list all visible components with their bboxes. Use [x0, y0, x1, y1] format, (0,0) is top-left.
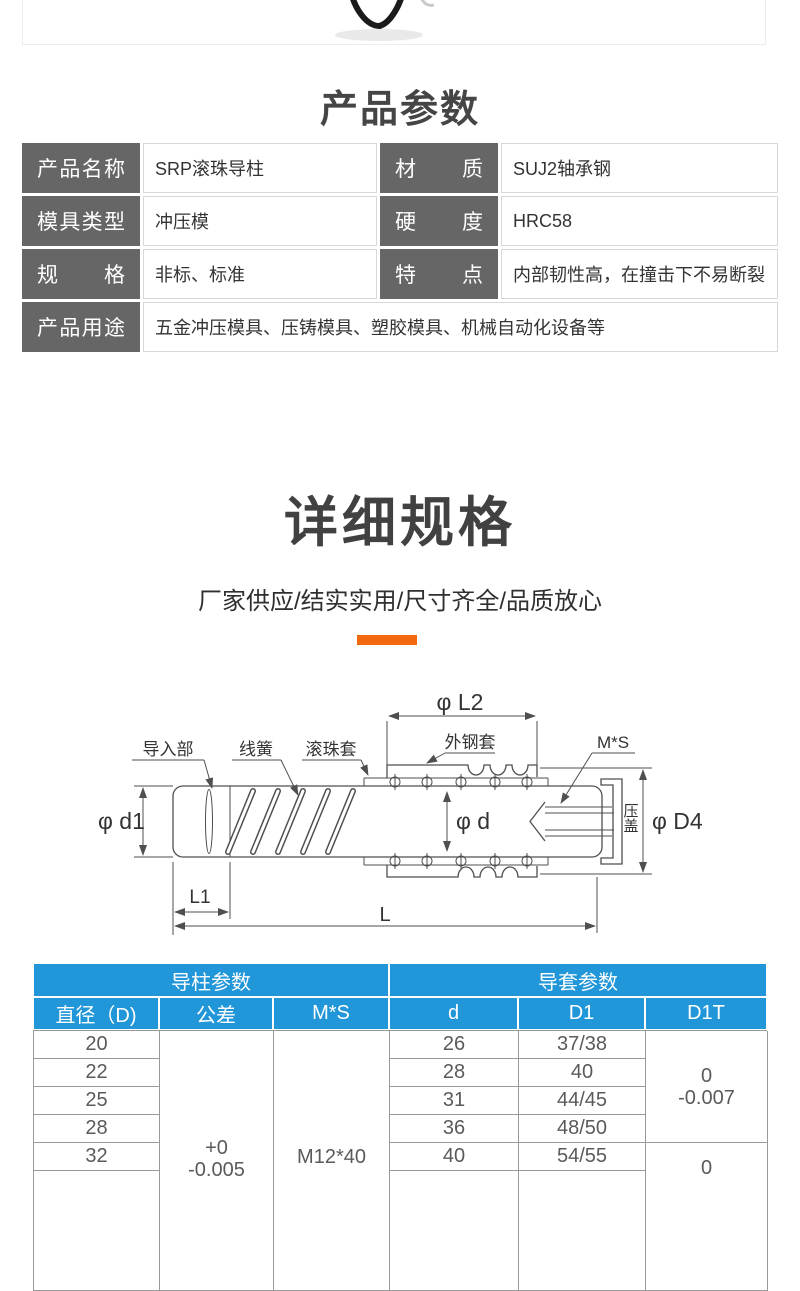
cell-d: 40 [390, 1143, 519, 1171]
param-value: 内部韧性高，在撞击下不易断裂 [501, 249, 778, 299]
section-subtitle: 厂家供应/结实实用/尺寸齐全/品质放心 [197, 588, 602, 615]
cell-D-partial [34, 1171, 160, 1291]
param-value: 非标、标准 [143, 249, 377, 299]
cell-D1: 48/50 [519, 1115, 646, 1143]
param-label: 硬度 [380, 196, 498, 246]
cell-d: 26 [390, 1031, 519, 1059]
cell-D: 20 [34, 1031, 160, 1059]
col-header-d1t: D1T [645, 997, 767, 1030]
dim-d4-label: φ D4 [652, 808, 703, 834]
dim-d-label: φ d [456, 808, 490, 834]
param-value: SUJ2轴承钢 [501, 143, 778, 193]
param-value: SRP滚珠导柱 [143, 143, 377, 193]
param-label: 规格 [22, 249, 140, 299]
cell-D1: 44/45 [519, 1087, 646, 1115]
cell-d: 28 [390, 1059, 519, 1087]
label-ball-sleeve: 滚珠套 [306, 740, 357, 759]
col-header-ms: M*S [273, 997, 389, 1030]
cell-d-partial [390, 1171, 519, 1291]
d1t-2-line1: 0 [700, 1157, 713, 1179]
ms-value: M12*40 [297, 1146, 366, 1168]
product-param-table: 产品名称 SRP滚珠导柱 材质 SUJ2轴承钢 模具类型 冲压模 硬度 HRC5… [22, 143, 778, 352]
spec-table-header: 导柱参数 导套参数 直径（D) 公差 M*S d D1 D1T [33, 963, 767, 1030]
section-title-detailed-specs: 详细规格 [284, 493, 516, 553]
cell-D1: 54/55 [519, 1143, 646, 1171]
param-value: 冲压模 [143, 196, 377, 246]
dim-l2-label: φ L2 [437, 689, 484, 715]
cell-D: 28 [34, 1115, 160, 1143]
param-value: 五金冲压模具、压铸模具、塑胶模具、机械自动化设备等 [143, 302, 778, 352]
dim-l-label: L [379, 904, 390, 926]
col-header-tolerance: 公差 [159, 997, 273, 1030]
cell-d1t-merged-2: 0 [646, 1143, 768, 1291]
cell-d: 31 [390, 1087, 519, 1115]
guide-post-technical-diagram: φ L2 导入部 线簧 滚珠套 外钢套 M*S [98, 689, 703, 935]
cell-ms-merged: M12*40 [274, 1031, 390, 1291]
dim-d1-label: φ d1 [98, 808, 145, 834]
col-header-d1: D1 [518, 997, 645, 1030]
spring-photo-fragment [335, 0, 435, 41]
d1t-line2: -0.007 [678, 1086, 735, 1109]
cell-D1-partial [519, 1171, 646, 1291]
cell-d1t-merged-1: 0 -0.007 [646, 1031, 768, 1143]
group-header-guide-sleeve: 导套参数 [389, 963, 767, 997]
label-lead-in: 导入部 [143, 740, 194, 759]
label-screw-ms: M*S [597, 733, 629, 752]
param-label: 特点 [380, 249, 498, 299]
dim-l1-label: L1 [189, 887, 210, 908]
label-cap: 压盖 [622, 803, 639, 833]
label-outer-steel-sleeve: 外钢套 [445, 733, 496, 752]
cell-D1: 37/38 [519, 1031, 646, 1059]
tolerance-line1: +0 [205, 1137, 228, 1159]
col-header-diameter: 直径（D) [33, 997, 159, 1030]
cell-D: 32 [34, 1143, 160, 1171]
param-label: 模具类型 [22, 196, 140, 246]
rivet-marks [389, 774, 533, 869]
param-value: HRC58 [501, 196, 778, 246]
cell-D1: 40 [519, 1059, 646, 1087]
page: { "colors": { "accent_orange": "#f2690d"… [22, 0, 778, 1291]
label-wire-spring: 线簧 [239, 740, 273, 759]
param-label: 产品名称 [22, 143, 140, 193]
accent-divider [357, 635, 417, 645]
d1t-line1: 0 [700, 1064, 713, 1087]
spec-table-body: 20 22 25 28 32 +0 -0.005 M12*40 26 28 31… [33, 1030, 768, 1291]
tolerance-line2: -0.005 [188, 1159, 245, 1181]
param-label: 产品用途 [22, 302, 140, 352]
section-title-product-params: 产品参数 [319, 89, 480, 131]
group-header-guide-post: 导柱参数 [33, 963, 389, 997]
cell-tolerance-merged: +0 -0.005 [160, 1031, 274, 1291]
cell-D: 22 [34, 1059, 160, 1087]
cell-d: 36 [390, 1115, 519, 1143]
col-header-d: d [389, 997, 518, 1030]
product-photo [22, 0, 766, 45]
param-label: 材质 [380, 143, 498, 193]
cell-D: 25 [34, 1087, 160, 1115]
